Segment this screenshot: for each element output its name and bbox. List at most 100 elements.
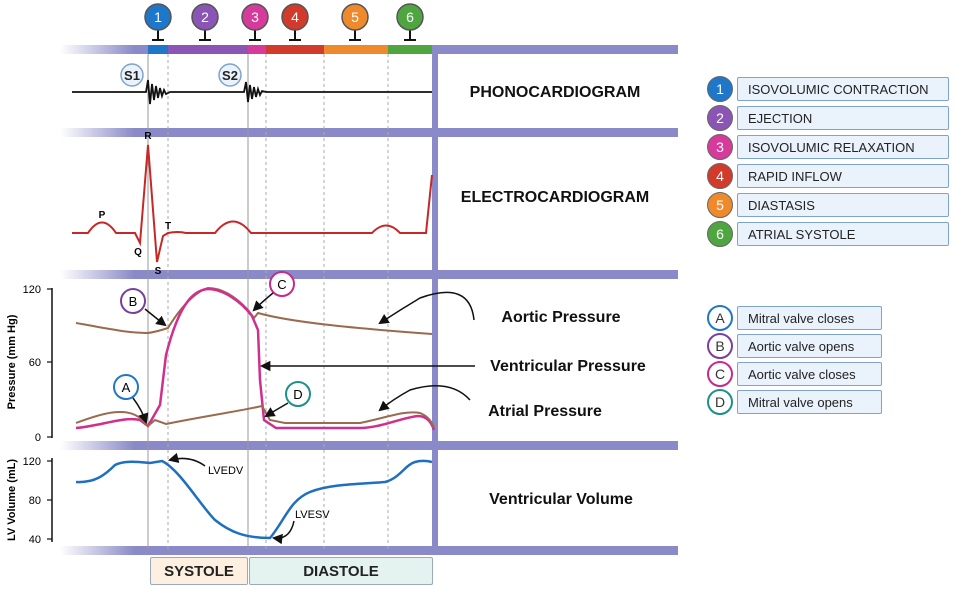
marker-d [285,381,311,407]
phase-legend-label: ISOVOLUMIC CONTRACTION [737,77,949,101]
phase-marker-number: 2 [201,9,209,25]
phonocardiogram-trace [72,79,432,105]
atrial-pressure-label: Atrial Pressure [488,403,602,420]
marker-d-label: D [293,387,302,402]
phonocardiogram-title: PHONOCARDIOGRAM [470,84,641,101]
ventricular-pressure-label: Ventricular Pressure [490,358,646,375]
atrial-pressure-curve [75,404,435,429]
systole-label: SYSTOLE [164,562,234,580]
ecg-q-label: Q [134,247,142,258]
valve-legend-letter: D [707,389,733,415]
s2-marker [218,63,242,87]
valve-legend-letter: B [707,333,733,359]
valve-legend-letter: C [707,361,733,387]
marker-a-label: A [122,380,131,395]
arrow-d [264,402,289,418]
phase-marker-circle [341,3,369,31]
phase-segment-2 [168,45,248,54]
arrow-c [252,292,274,312]
phase-marker-circle [144,3,172,31]
separator-bar [60,128,678,137]
phase-segment-1 [148,45,168,54]
phase-marker-1: 1 [144,3,172,41]
phase-marker-circle [396,3,424,31]
phase-segment-5 [324,45,388,54]
valve-legend-letter: A [707,305,733,331]
phase-marker-number: 4 [291,9,299,25]
phase-legend-number: 4 [707,163,733,189]
arrow-atrial [378,385,471,412]
phase-marker-number: 3 [251,9,259,25]
ecg-p-label: P [99,210,106,221]
ecg-s-label: S [155,266,162,277]
volume-tick-120: 120 [23,456,41,468]
aortic-pressure-label: Aortic Pressure [501,309,620,326]
phase-marker-circle [191,3,219,31]
arrow-aortic [378,291,475,325]
phase-segment-3 [248,45,266,54]
phase-legend-label: EJECTION [737,106,949,130]
phase-legend-number: 6 [707,221,733,247]
arrow-lvesv [271,520,295,545]
phase-marker-3: 3 [241,3,269,41]
marker-b [120,288,146,314]
ecg-trace [72,144,433,263]
volume-tick-40: 40 [29,534,41,546]
marker-c-label: C [277,277,286,292]
arrow-b [144,308,167,327]
phase-marker-number: 5 [351,9,359,25]
lvedv-label: LVEDV [208,465,244,477]
s1-marker [120,63,144,87]
marker-c [269,271,295,297]
valve-legend-label: Aortic valve opens [737,334,882,358]
pressure-tick-120: 120 [23,284,41,296]
arrow-a [132,397,149,424]
phase-legend-label: RAPID INFLOW [737,164,949,188]
ventricular-volume-curve [75,459,433,540]
separator-bar [60,441,678,450]
phase-legend-label: DIASTASIS [737,193,949,217]
pressure-tick-0: 0 [35,432,41,444]
diastole-box: DIASTOLE [249,557,433,585]
volume-axis-label: LV Volume (mL) [6,459,18,541]
pressure-tick-60: 60 [29,357,41,369]
marker-a [113,374,139,400]
phase-marker-6: 6 [396,3,424,41]
phase-legend-number: 2 [707,105,733,131]
ventricular-volume-label: Ventricular Volume [489,491,633,508]
volume-tick-80: 80 [29,495,41,507]
pressure-axis-label: Pressure (mm Hg) [6,314,18,409]
systole-box: SYSTOLE [150,557,248,585]
electrocardiogram-title: ELECTROCARDIOGRAM [461,189,649,206]
phase-marker-4: 4 [281,3,309,41]
cycle-end-bar [432,45,438,555]
valve-legend-label: Mitral valve closes [737,306,882,330]
phase-marker-number: 1 [154,9,162,25]
lvesv-label: LVESV [295,509,330,521]
phase-legend-number: 5 [707,192,733,218]
phase-legend-number: 3 [707,134,733,160]
phase-marker-circle [281,3,309,31]
valve-legend-label: Aortic valve closes [737,362,882,386]
phase-legend-number: 1 [707,76,733,102]
phase-marker-number: 6 [406,9,414,25]
separator-bar-bottom [60,546,678,555]
phase-segment-6 [388,45,433,54]
ecg-t-label: T [165,221,171,232]
phase-marker-circle [241,3,269,31]
phase-segment-4 [266,45,324,54]
diastole-label: DIASTOLE [303,562,379,580]
marker-b-label: B [129,294,138,309]
